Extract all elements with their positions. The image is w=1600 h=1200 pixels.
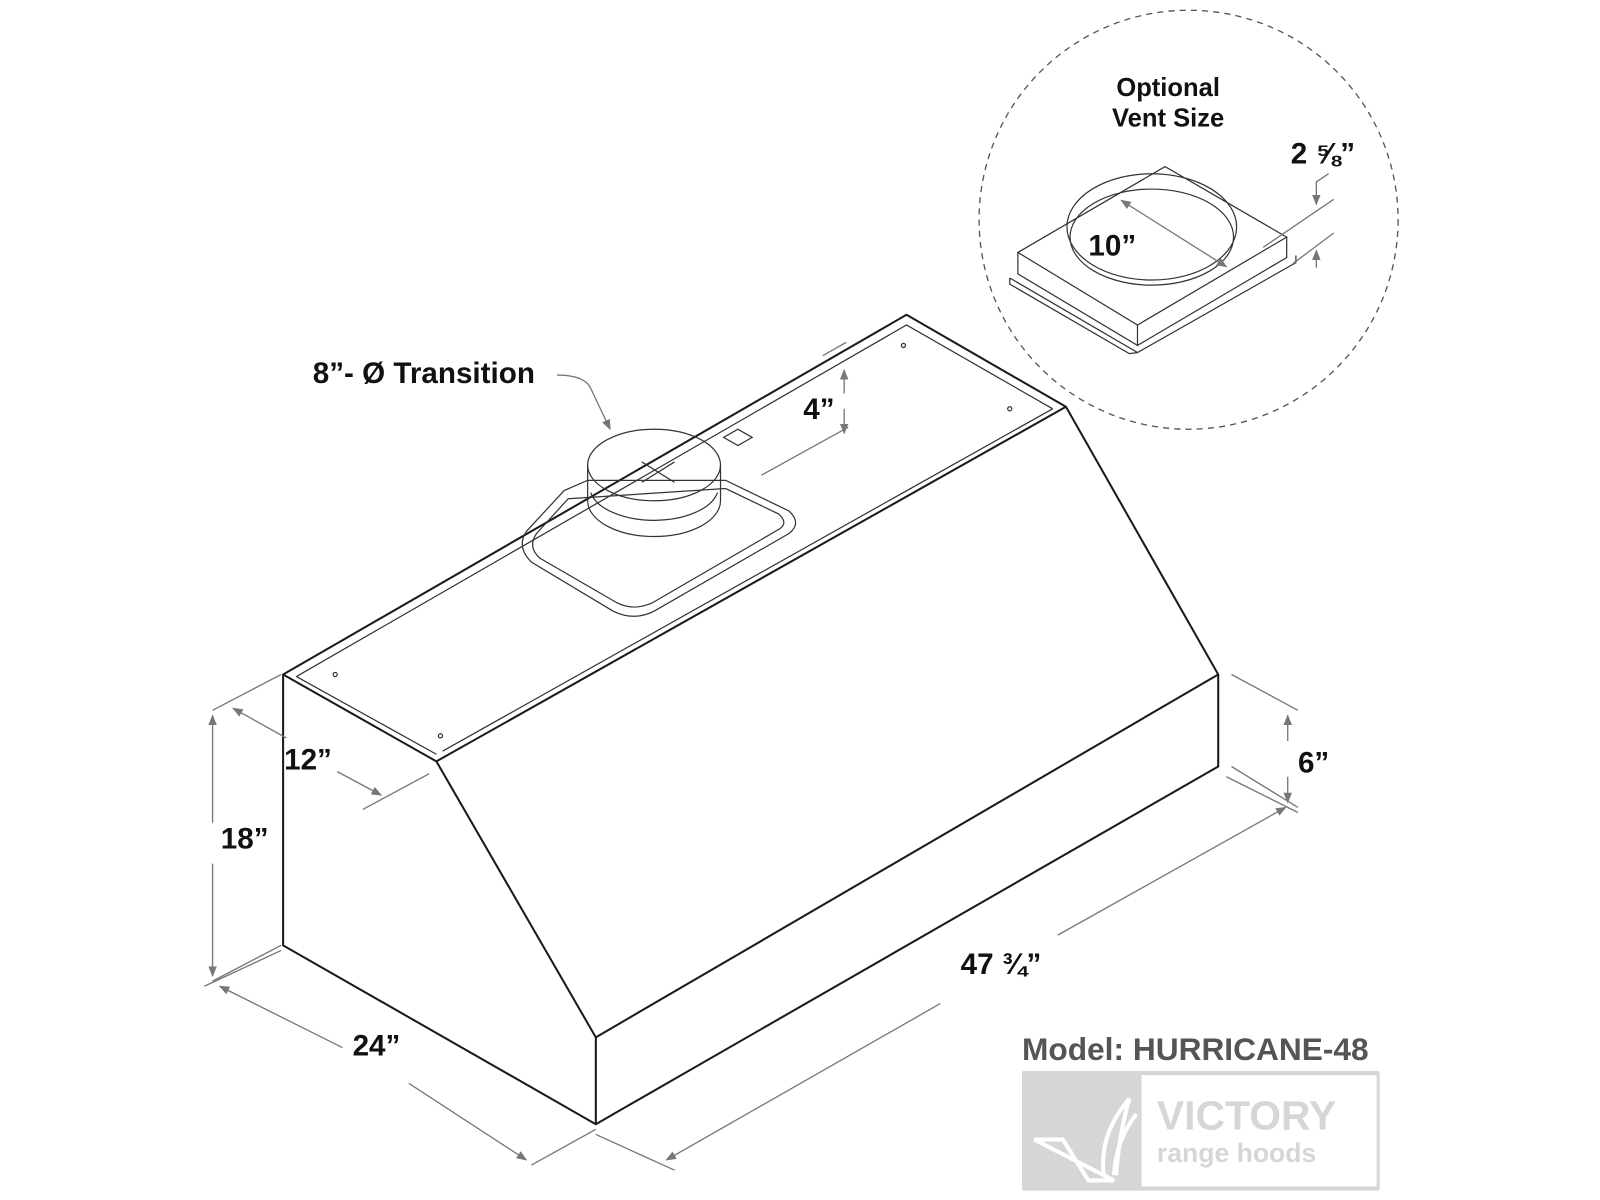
top-depth-label: 12” <box>284 744 332 777</box>
optional-vent-inset <box>978 9 1399 430</box>
width-label: 47 ¾” <box>961 948 1042 981</box>
vent-diameter-label: 10” <box>1088 229 1136 262</box>
transition-height-label: 4” <box>803 393 834 426</box>
depth-label: 24” <box>353 1030 401 1063</box>
model-label: Model: HURRICANE-48 <box>1022 1031 1369 1067</box>
front-height-label: 6” <box>1298 747 1329 780</box>
height-label: 18” <box>221 822 269 855</box>
transition-label: 8”- Ø Transition <box>313 357 535 390</box>
collar-height-label: 2 ⅝” <box>1291 138 1355 171</box>
victory-logo: VICTORY range hoods <box>1021 1071 1380 1191</box>
inset-title-line1: Optional <box>1116 74 1220 102</box>
inset-title-line2: Vent Size <box>1112 105 1224 133</box>
logo-tagline: range hoods <box>1157 1138 1316 1168</box>
vent-transition <box>521 428 797 617</box>
dimension-lines <box>204 341 1298 1170</box>
hood-body <box>282 313 1220 1126</box>
logo-brand: VICTORY <box>1157 1092 1336 1138</box>
